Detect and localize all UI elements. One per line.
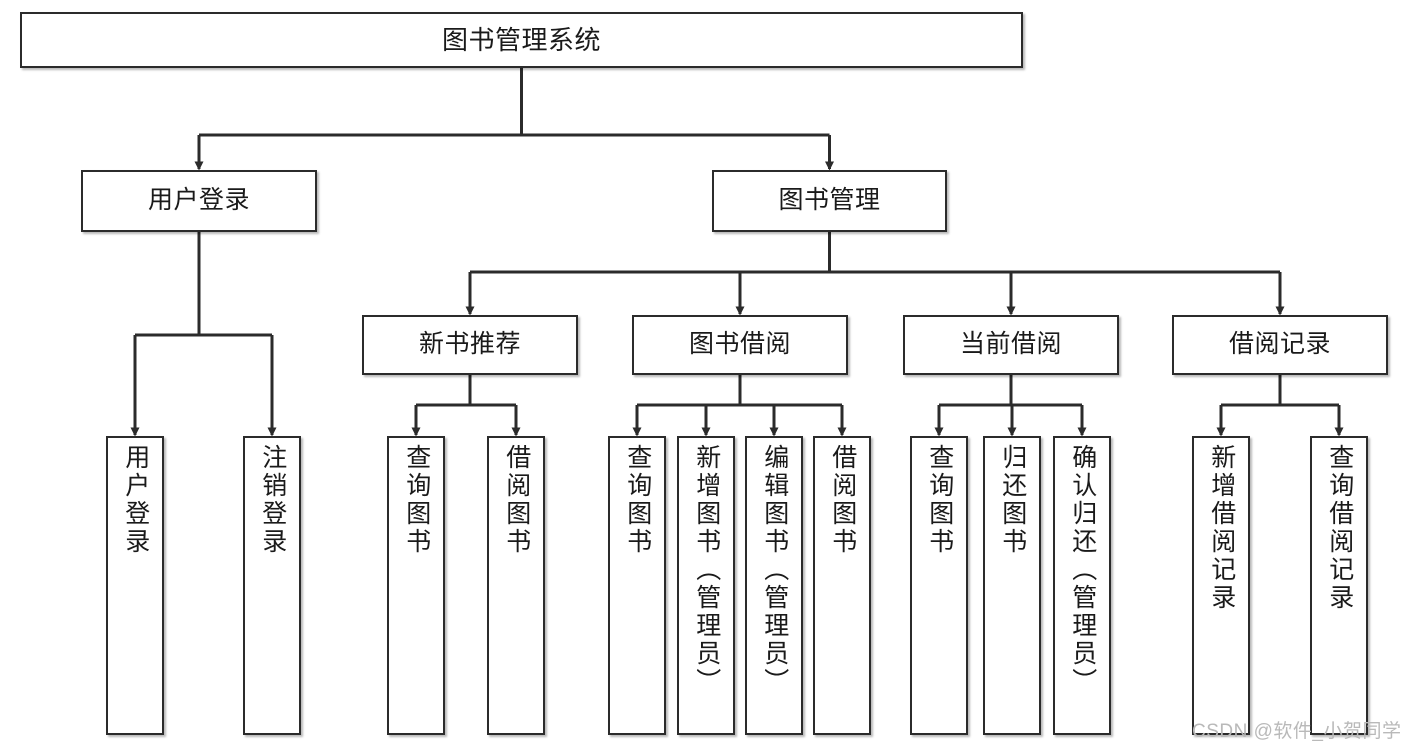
- node-leaf-query-record[interactable]: 查询借阅记录: [1310, 436, 1368, 735]
- node-label: 图书借阅: [688, 330, 791, 359]
- node-leaf-query-book-1[interactable]: 查询图书: [387, 436, 445, 735]
- node-leaf-confirm-return[interactable]: 确认归还（管理员）: [1053, 436, 1111, 735]
- node-leaf-return-book[interactable]: 归还图书: [983, 436, 1041, 735]
- node-label: 新书推荐: [418, 330, 521, 359]
- node-new-book-rec[interactable]: 新书推荐: [362, 315, 578, 375]
- node-leaf-edit-book[interactable]: 编辑图书（管理员）: [745, 436, 803, 735]
- node-current-borrow[interactable]: 当前借阅: [903, 315, 1119, 375]
- node-label: 图书管理: [778, 186, 881, 215]
- node-label: 新增借阅记录: [1207, 444, 1236, 612]
- node-label: 注销登录: [258, 444, 287, 556]
- node-label: 查询图书: [402, 444, 431, 556]
- node-label: 用户登录: [121, 444, 150, 556]
- node-book-borrow[interactable]: 图书借阅: [632, 315, 848, 375]
- node-leaf-user-login[interactable]: 用户登录: [106, 436, 164, 735]
- node-leaf-query-book-2[interactable]: 查询图书: [608, 436, 666, 735]
- node-root[interactable]: 图书管理系统: [20, 12, 1023, 68]
- node-label: 借阅图书: [502, 444, 531, 556]
- node-label: 借阅图书: [828, 444, 857, 556]
- node-book-manage[interactable]: 图书管理: [712, 170, 947, 232]
- node-label: 归还图书: [998, 444, 1027, 556]
- node-leaf-query-book-3[interactable]: 查询图书: [910, 436, 968, 735]
- node-label: 查询图书: [925, 444, 954, 556]
- node-leaf-logout[interactable]: 注销登录: [243, 436, 301, 735]
- node-label: 查询图书: [623, 444, 652, 556]
- node-label: 新增图书（管理员）: [692, 444, 721, 696]
- node-label: 查询借阅记录: [1325, 444, 1354, 612]
- node-label: 用户登录: [147, 186, 250, 215]
- node-label: 确认归还（管理员）: [1068, 444, 1097, 696]
- node-leaf-borrow-book-1[interactable]: 借阅图书: [487, 436, 545, 735]
- node-label: 借阅记录: [1228, 330, 1331, 359]
- node-label: 编辑图书（管理员）: [760, 444, 789, 696]
- node-label: 图书管理系统: [441, 24, 601, 55]
- node-user-login[interactable]: 用户登录: [81, 170, 317, 232]
- node-leaf-borrow-book-2[interactable]: 借阅图书: [813, 436, 871, 735]
- node-borrow-record[interactable]: 借阅记录: [1172, 315, 1388, 375]
- node-leaf-add-record[interactable]: 新增借阅记录: [1192, 436, 1250, 735]
- node-leaf-add-book[interactable]: 新增图书（管理员）: [677, 436, 735, 735]
- node-label: 当前借阅: [959, 330, 1062, 359]
